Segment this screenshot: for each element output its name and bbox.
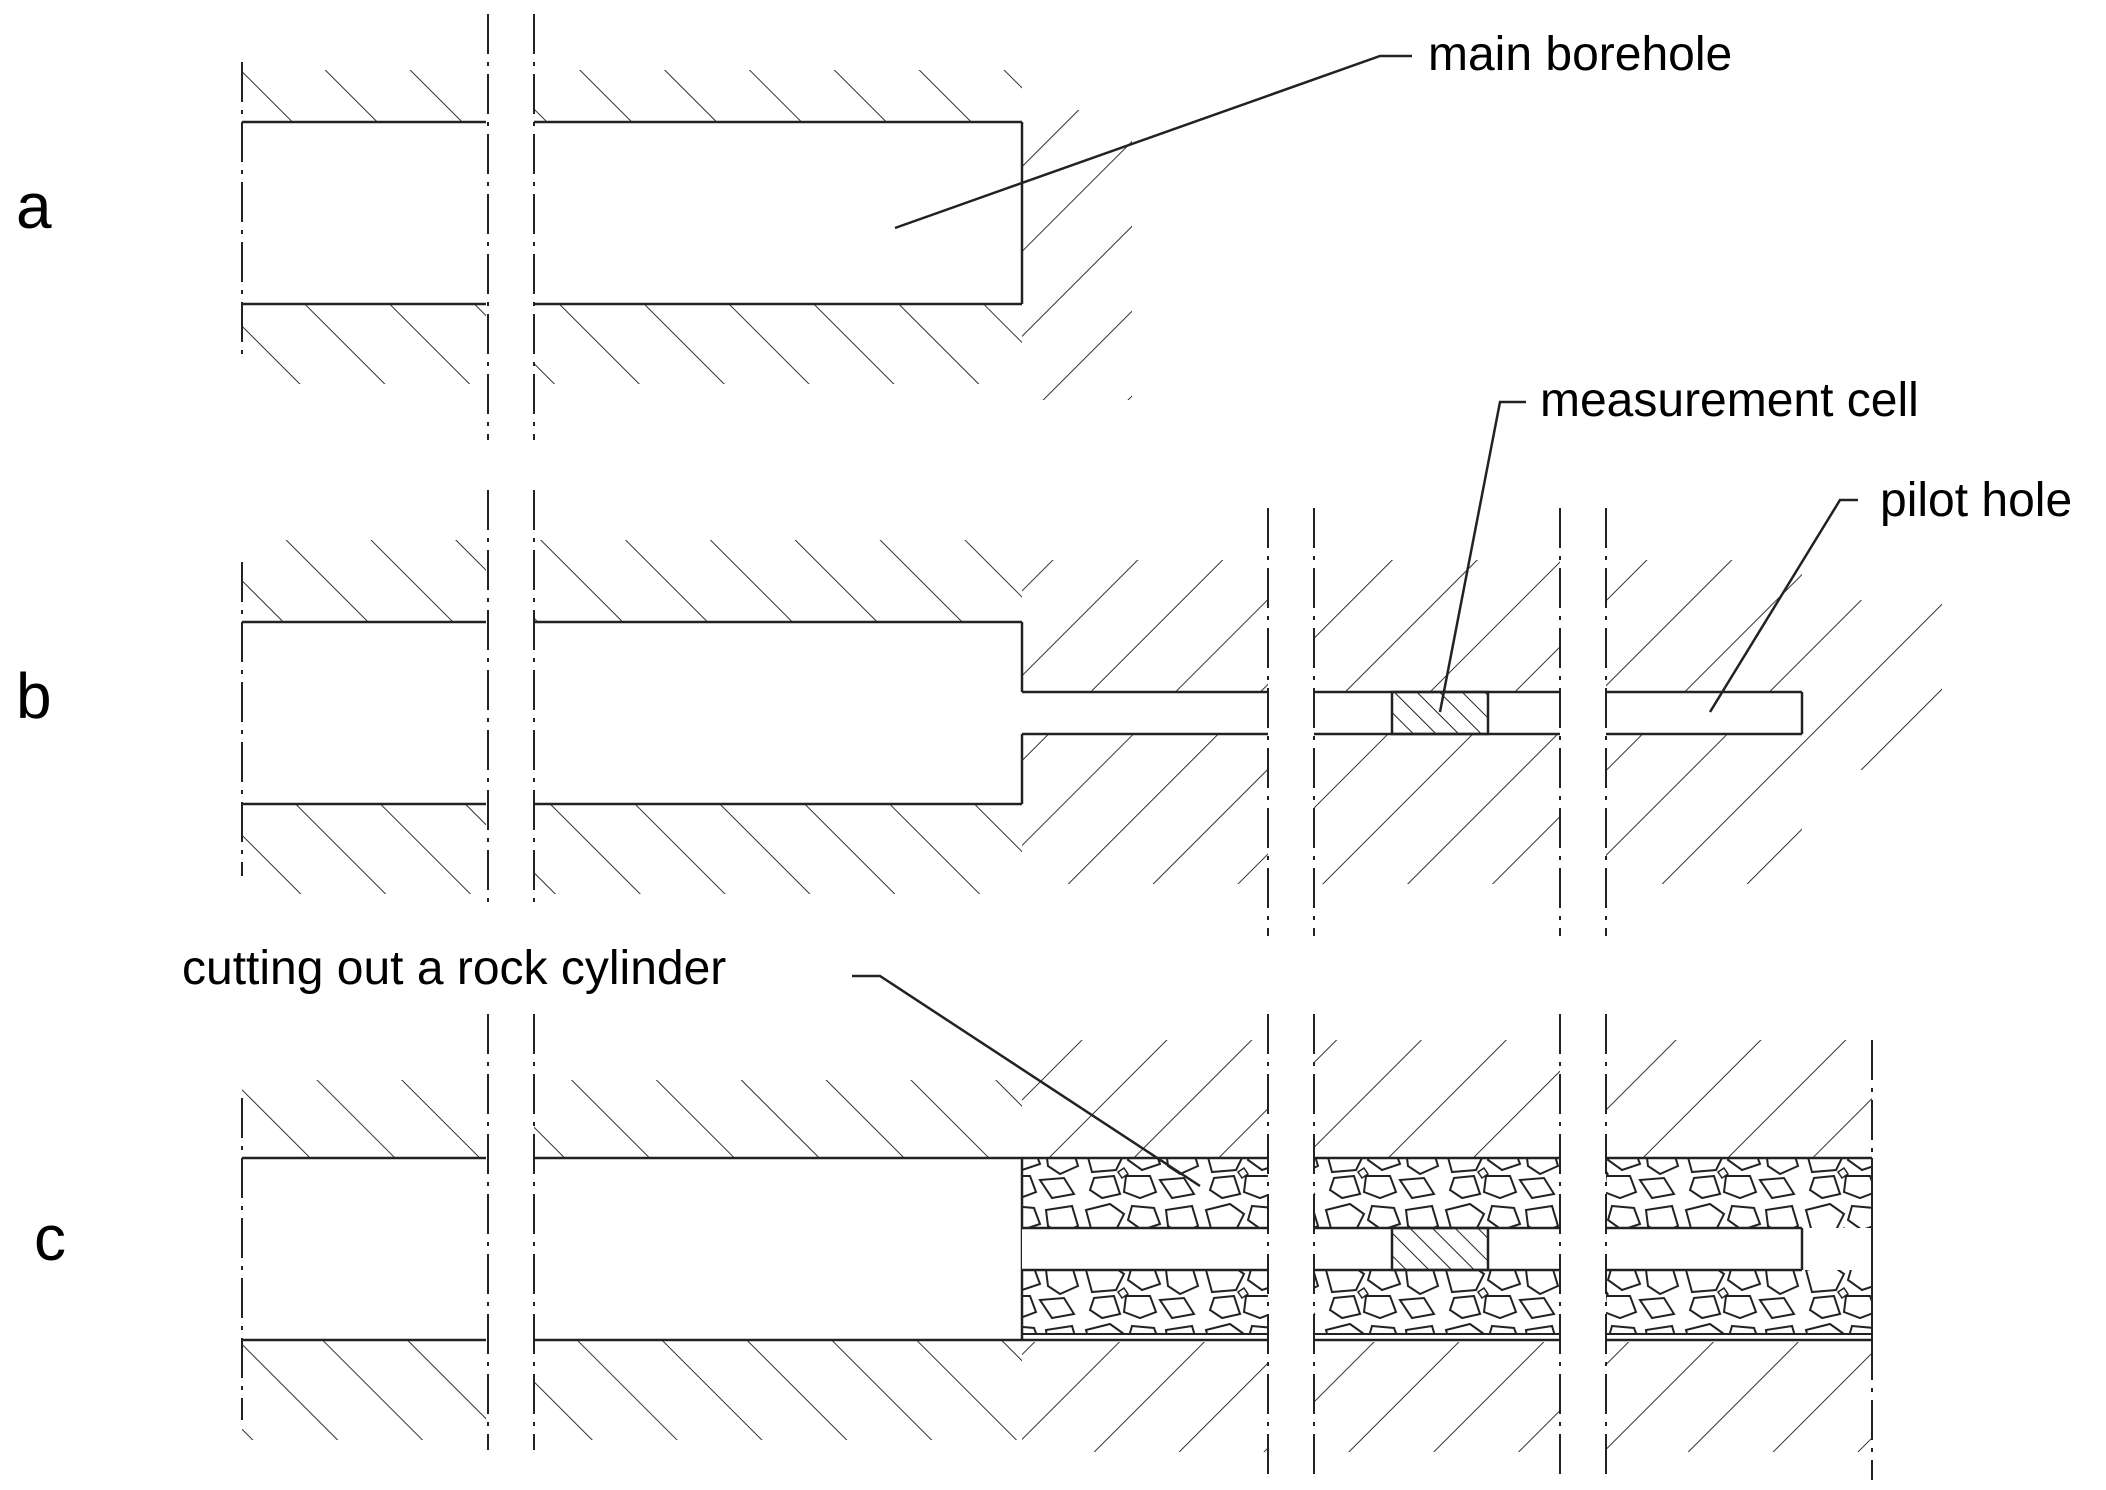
rock-top-a (242, 70, 1022, 122)
panel-b: b measurement cell pi (16, 374, 2072, 936)
measurement-cell-b (1390, 690, 1490, 736)
rock-bottom-b (242, 804, 1022, 894)
rock-bottom-b-right (1022, 734, 1802, 884)
callout-pilot-hole: pilot hole (1880, 474, 2072, 527)
leader-cutting-out (852, 974, 1201, 1188)
rock-bottom-c (242, 1340, 1022, 1440)
rock-top-b-right (1022, 560, 1802, 692)
rock-top-c (242, 1080, 1022, 1158)
leader-main-borehole (894, 54, 1412, 230)
rock-cylinder-upper (1022, 1158, 1872, 1228)
rock-top-b (242, 540, 1022, 622)
rock-cylinder-lower (1022, 1270, 1872, 1334)
panel-c: c cutting (34, 942, 1873, 1480)
rock-top-c-right (1022, 1040, 1872, 1158)
rock-bottom-c-right (1022, 1342, 1872, 1452)
break-gap-a (486, 10, 534, 440)
leader-measurement-cell (1438, 400, 1526, 713)
measurement-cell-c (1390, 1226, 1490, 1272)
callout-measurement-cell: measurement cell (1540, 374, 1919, 427)
panel-a: a main borehole (16, 10, 1732, 440)
callout-cutting-out: cutting out a rock cylinder (182, 942, 726, 995)
rock-bottom-a (242, 304, 1022, 384)
callout-main-borehole: main borehole (1428, 28, 1732, 81)
rock-face-b (1802, 600, 1942, 770)
leader-pilot-hole (1708, 498, 1858, 713)
rock-face-a (1022, 110, 1132, 400)
panel-label-a: a (16, 170, 52, 242)
panel-label-c: c (34, 1202, 66, 1274)
panel-label-b: b (16, 660, 52, 732)
